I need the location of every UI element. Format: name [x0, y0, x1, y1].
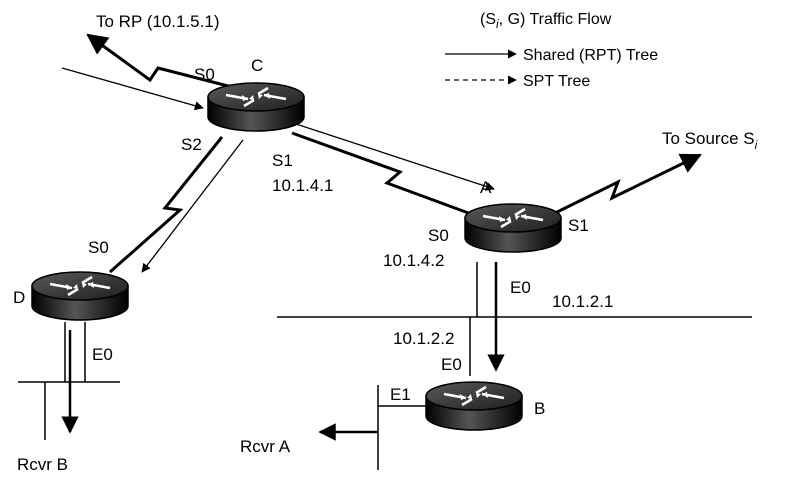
router-d[interactable] [30, 270, 130, 322]
router-c-s1-ip: 10.1.4.1 [272, 176, 333, 195]
router-icon [463, 202, 563, 254]
legend-spt-label: SPT Tree [523, 73, 590, 90]
to-source-label: To Source Si [662, 129, 758, 152]
to-rp-label: To RP (10.1.5.1) [96, 12, 219, 31]
router-b[interactable] [424, 380, 524, 432]
router-icon [206, 81, 306, 133]
router-a-s0: S0 [428, 226, 449, 245]
link-c-a [291, 131, 483, 220]
router-b-e1: E1 [390, 385, 411, 404]
link-a-to-source: To Source Si [544, 129, 758, 220]
router-d-s0: S0 [88, 238, 109, 257]
link-c-d [109, 136, 224, 274]
legend-title: (Si, G) Traffic Flow [480, 11, 612, 31]
router-a-s0-ip: 10.1.4.2 [383, 251, 444, 270]
router-c-name: C [251, 56, 263, 75]
router-icon [30, 270, 130, 322]
router-icon [424, 380, 524, 432]
router-b-e0-ip: 10.1.2.2 [393, 329, 454, 348]
router-d-name: D [13, 288, 25, 307]
shared-flow-into-c [61, 67, 204, 111]
router-b-e0: E0 [441, 355, 462, 374]
legend-shared-label: Shared (RPT) Tree [523, 47, 658, 64]
shared-flow-c-to-a [295, 123, 495, 191]
link-c-to-rp: To RP (10.1.5.1) [86, 12, 233, 89]
router-c[interactable] [206, 81, 306, 133]
shared-flow-c-to-d [141, 139, 244, 273]
router-c-s2: S2 [181, 135, 202, 154]
router-c-s0: S0 [194, 65, 215, 84]
router-a-e0: E0 [510, 278, 531, 297]
router-a-s1: S1 [568, 216, 589, 235]
rcvr-b-label: Rcvr B [17, 455, 68, 474]
router-a[interactable] [463, 202, 563, 254]
rcvr-a-label: Rcvr A [240, 437, 291, 456]
router-b-name: B [534, 399, 545, 418]
router-c-s1: S1 [272, 151, 293, 170]
router-a-name: A [480, 178, 492, 197]
router-d-e0: E0 [92, 345, 113, 364]
legend: (Si, G) Traffic Flow Shared (RPT) Tree S… [445, 11, 658, 90]
router-a-e0-ip: 10.1.2.1 [552, 292, 613, 311]
